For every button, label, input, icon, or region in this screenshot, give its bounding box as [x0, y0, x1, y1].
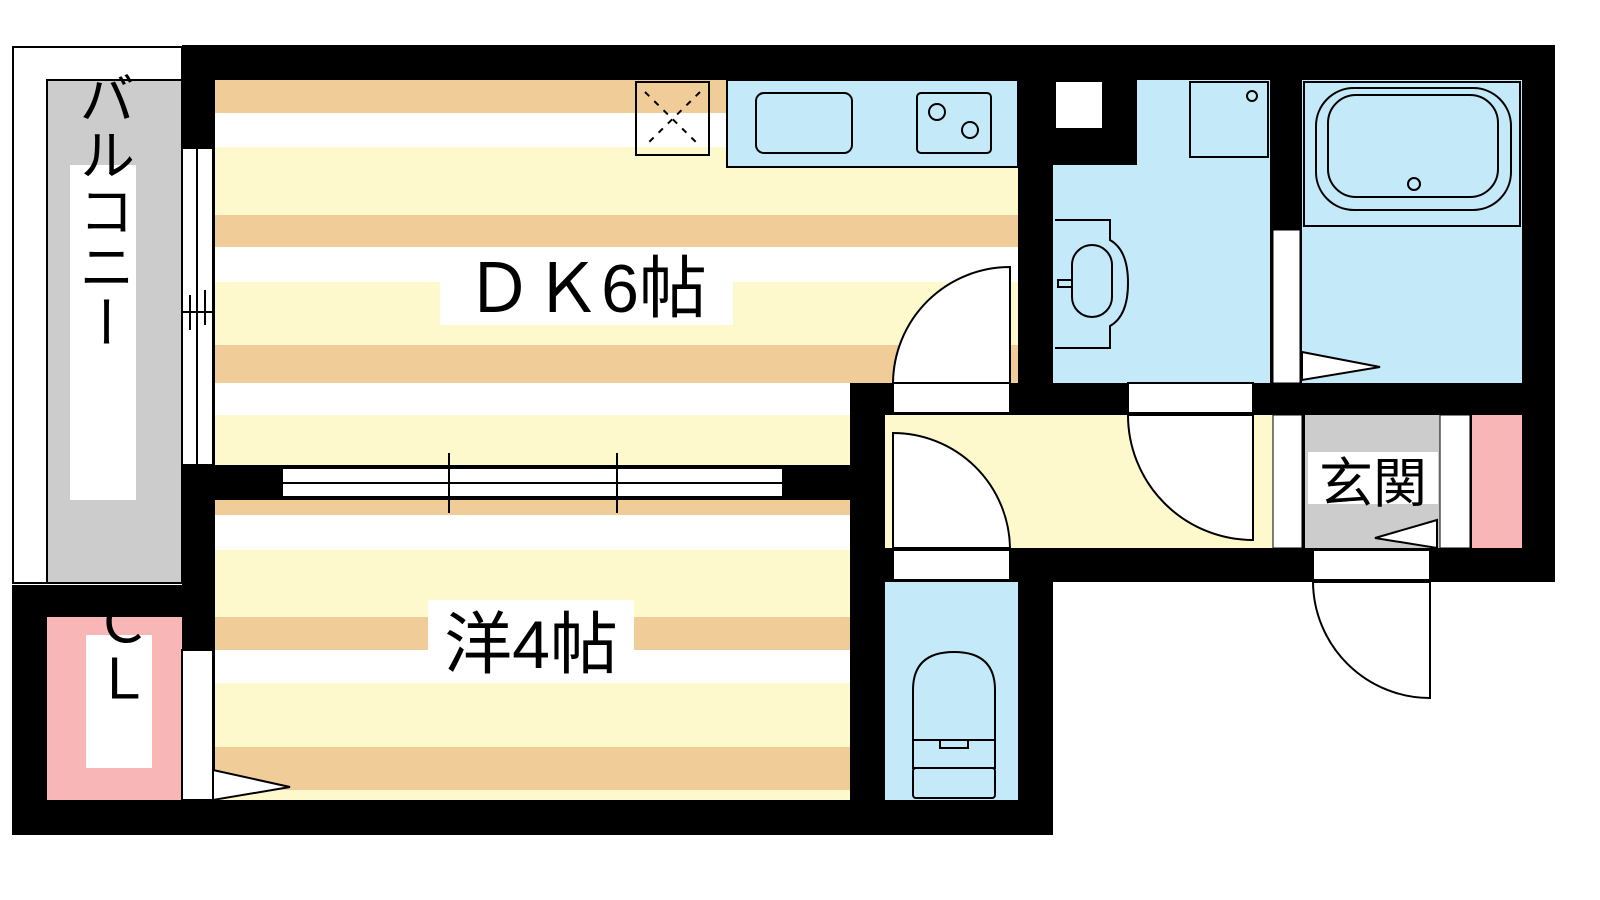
wall [1270, 80, 1302, 230]
bathroom [1302, 80, 1522, 383]
wash-basin-icon [1055, 219, 1130, 349]
balcony-label-bg [70, 165, 136, 500]
entrance-label-bg [1308, 452, 1438, 504]
kitchen-counter [726, 79, 1019, 168]
sink-icon [755, 92, 853, 154]
entrance-door-swing [1374, 518, 1438, 550]
bath-door[interactable] [1272, 229, 1301, 384]
entrance-strip [1439, 414, 1471, 549]
western-door[interactable] [892, 431, 1012, 581]
shoe-cabinet [1472, 415, 1522, 548]
fridge-space [635, 81, 710, 156]
sliding-door[interactable] [281, 453, 784, 513]
closet-label: ＣＬ [88, 594, 151, 706]
dk-label-bg [440, 247, 733, 325]
dk-window [181, 147, 214, 466]
dk-door[interactable] [891, 265, 1011, 414]
western-label: 洋4帖 [444, 607, 618, 683]
balcony-label: バルコニー [72, 70, 135, 350]
closet-label-bg [86, 635, 152, 768]
entrance-step [1272, 414, 1303, 549]
stove-icon [916, 92, 992, 154]
western-label-bg [428, 600, 634, 680]
bathtub-icon [1303, 81, 1521, 227]
dk-label: ＤＫ6帖 [465, 251, 707, 327]
pipe-space-void [1056, 82, 1102, 128]
front-door[interactable] [1311, 549, 1431, 700]
bath-door-swing [1301, 350, 1381, 382]
washroom-door[interactable] [1126, 382, 1254, 542]
washing-machine-space [1189, 81, 1269, 158]
toilet-icon [912, 650, 996, 799]
entrance-label: 玄関 [1319, 454, 1427, 514]
western-window [181, 649, 291, 802]
